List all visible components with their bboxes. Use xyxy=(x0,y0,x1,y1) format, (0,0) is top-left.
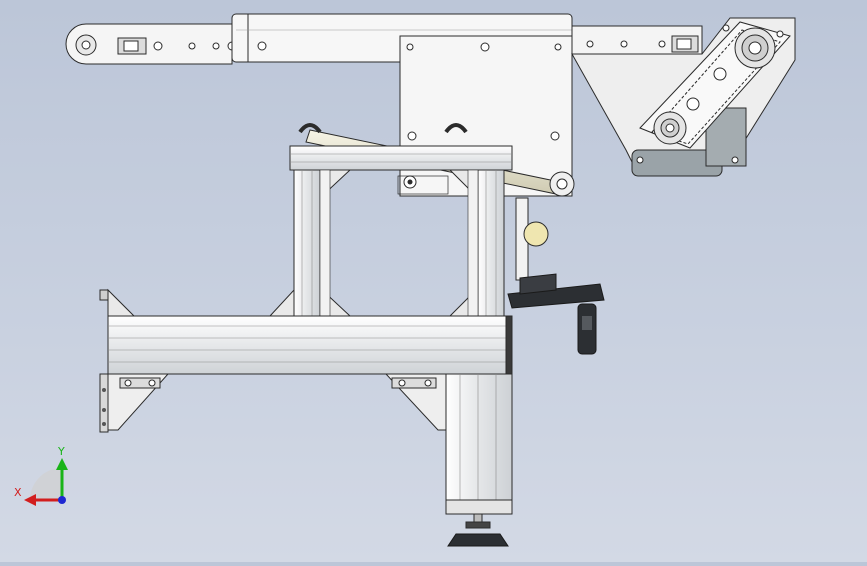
triad-y-arrow-icon xyxy=(56,458,68,470)
leveling-foot xyxy=(447,513,509,547)
triad-x-arrow-icon xyxy=(24,494,36,506)
main-horizontal-beam xyxy=(99,288,513,375)
triad-x-label: X xyxy=(14,486,22,499)
lower-brackets xyxy=(99,373,447,433)
triad-z-axis xyxy=(58,496,66,504)
coordinate-triad[interactable]: Y X xyxy=(14,445,68,506)
top-rail-right xyxy=(571,25,703,55)
chain-drive-housing xyxy=(571,17,796,177)
vertical-post xyxy=(445,373,513,515)
top-arm xyxy=(65,23,237,65)
triad-y-label: Y xyxy=(57,445,65,458)
lift-handles xyxy=(298,123,468,134)
upper-frame xyxy=(268,145,513,317)
hand-wheel xyxy=(507,197,605,355)
